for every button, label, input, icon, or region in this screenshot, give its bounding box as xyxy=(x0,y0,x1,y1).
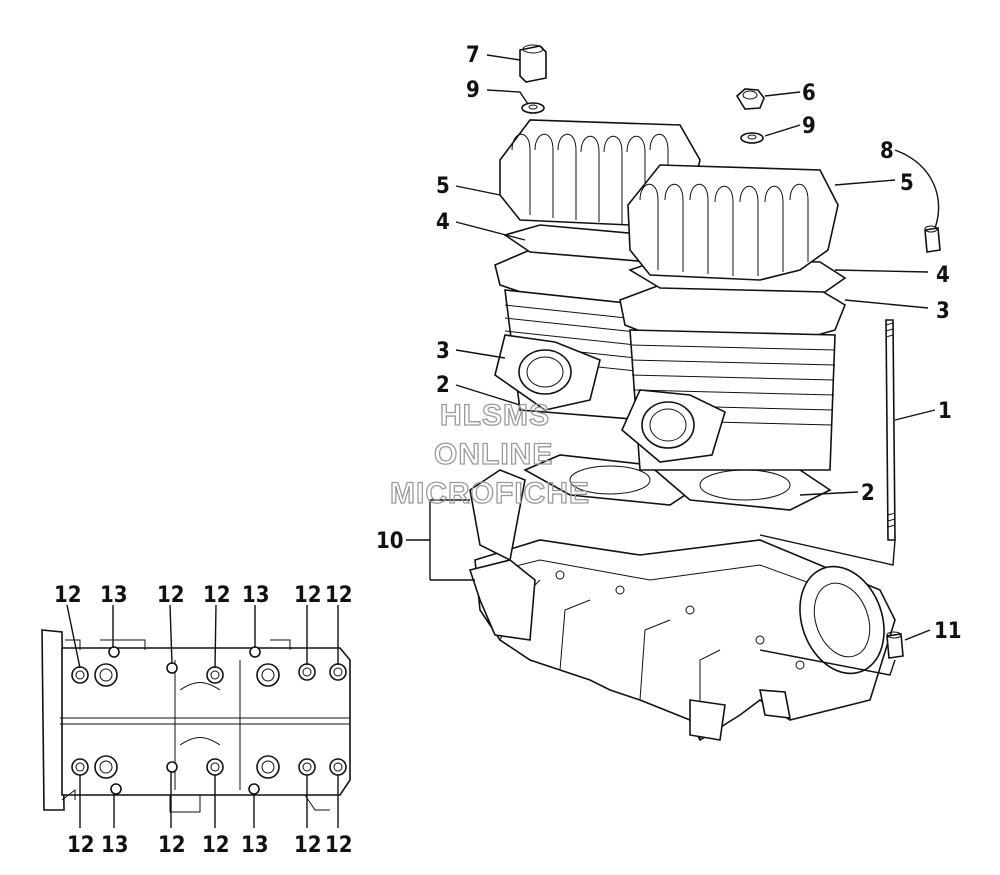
callout-labels: 7 9 6 9 8 5 5 4 4 3 3 2 1 2 10 11 xyxy=(376,43,962,644)
callout-3-left: 3 xyxy=(436,339,450,364)
callout-8: 8 xyxy=(880,139,894,164)
inset-callout-top-2: 13 xyxy=(100,583,128,608)
inset-callout-bottom-5: 13 xyxy=(241,833,269,858)
inset-callout-labels: 12 13 12 12 13 12 12 12 13 12 12 13 12 1… xyxy=(54,583,353,858)
inset-callout-bottom-7: 12 xyxy=(325,833,353,858)
leader-lines xyxy=(406,54,940,676)
inset-bolt-holes xyxy=(71,646,347,795)
inset-callout-top-4: 12 xyxy=(203,583,231,608)
callout-2-left: 2 xyxy=(436,373,450,398)
inset-leader-lines xyxy=(66,604,339,828)
inset-callout-top-5: 13 xyxy=(242,583,270,608)
inset-callout-bottom-3: 12 xyxy=(158,833,186,858)
inset-callout-top-6: 12 xyxy=(294,583,322,608)
inset-callout-bottom-6: 12 xyxy=(294,833,322,858)
callout-11: 11 xyxy=(934,619,962,644)
crankcase-inset xyxy=(41,604,351,828)
inset-callout-bottom-1: 12 xyxy=(67,833,95,858)
inset-callout-top-1: 12 xyxy=(54,583,82,608)
callout-3-right: 3 xyxy=(936,299,950,324)
callout-5-left: 5 xyxy=(436,174,450,199)
callout-9-left: 9 xyxy=(466,78,480,103)
callout-7: 7 xyxy=(466,43,480,68)
callout-4-right: 4 xyxy=(936,263,950,288)
callout-9-right: 9 xyxy=(802,114,816,139)
watermark-line-1: HLSMS xyxy=(440,399,550,432)
engine-assembly xyxy=(468,44,941,742)
watermark-line-3: MICROFICHE xyxy=(390,477,590,510)
inset-callout-bottom-4: 12 xyxy=(202,833,230,858)
watermark-line-2: ONLINE xyxy=(434,438,553,471)
callout-10: 10 xyxy=(376,529,404,554)
inset-callout-top-3: 12 xyxy=(157,583,185,608)
callout-2-right: 2 xyxy=(861,481,875,506)
inset-callout-bottom-2: 13 xyxy=(101,833,129,858)
callout-4-left: 4 xyxy=(436,210,450,235)
callout-1: 1 xyxy=(938,399,952,424)
watermark: HLSMS ONLINE MICROFICHE xyxy=(389,398,590,510)
inset-callout-top-7: 12 xyxy=(325,583,353,608)
callout-6: 6 xyxy=(802,81,816,106)
callout-5-right: 5 xyxy=(900,171,914,196)
